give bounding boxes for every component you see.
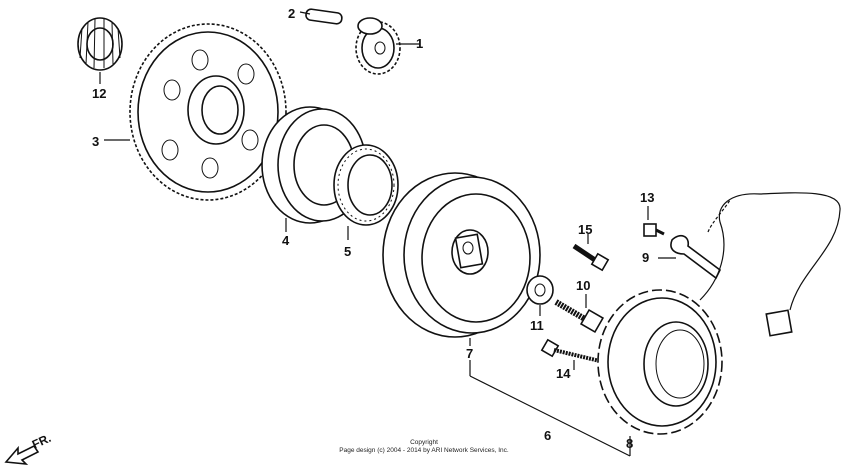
front-direction-label: FR.	[30, 431, 53, 452]
one-way-clutch-5	[333, 144, 399, 226]
callout-11: 11	[530, 318, 544, 333]
bolt-14	[540, 338, 605, 364]
callout-14: 14	[556, 366, 571, 381]
copyright-line-2: Page design (c) 2004 - 2014 by ARI Netwo…	[339, 447, 509, 454]
screw-13	[643, 223, 665, 237]
callout-4: 4	[282, 233, 290, 248]
callout-10: 10	[576, 278, 590, 293]
copyright-line-1: Copyright	[410, 439, 438, 446]
callout-7: 7	[466, 346, 473, 361]
callout-8: 8	[626, 436, 633, 451]
callout-9: 9	[642, 250, 649, 265]
callout-6: 6	[544, 428, 551, 443]
callout-15: 15	[578, 222, 592, 237]
front-direction-arrow	[4, 444, 40, 466]
leader-lines	[99, 11, 676, 457]
flywheel-7	[382, 172, 541, 338]
stator-8	[597, 192, 841, 435]
starter-driven-gear-3	[129, 23, 287, 201]
reduction-gear-1	[355, 17, 401, 75]
bolt-15	[572, 243, 610, 272]
callout-5: 5	[344, 244, 351, 259]
needle-bearing-12	[77, 17, 123, 71]
washer-11	[526, 275, 554, 305]
callout-1: 1	[416, 36, 423, 51]
clamp-9	[670, 234, 722, 280]
callout-13: 13	[640, 190, 654, 205]
callout-12: 12	[92, 86, 106, 101]
bolt-10	[554, 299, 605, 334]
callout-2: 2	[288, 6, 295, 21]
pin-2	[305, 8, 343, 25]
callout-3: 3	[92, 134, 99, 149]
